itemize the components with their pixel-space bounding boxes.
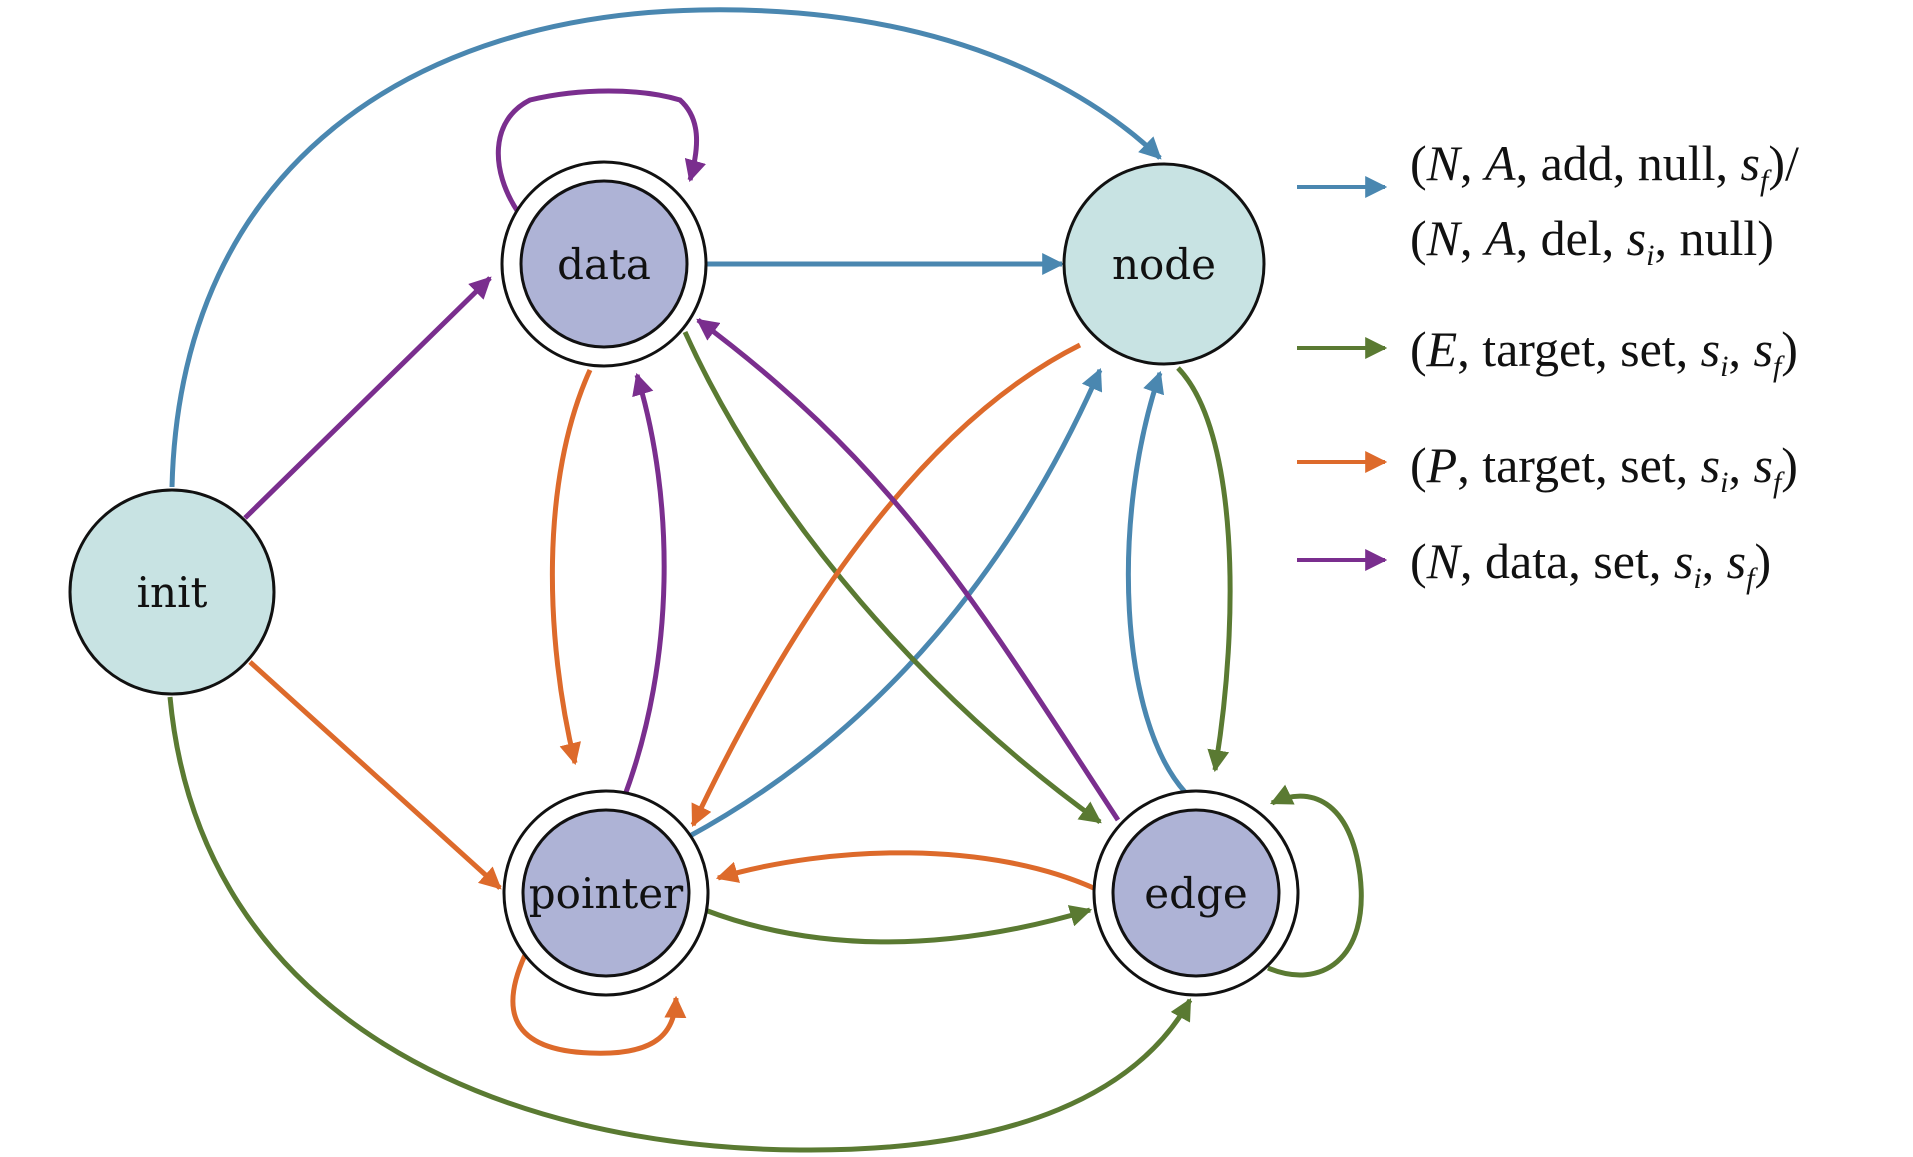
state-data: data — [500, 160, 708, 368]
state-init-circle — [68, 488, 276, 696]
edge-pointer-self-loop — [510, 953, 687, 1056]
state-edge: edge — [1092, 789, 1300, 997]
edge-pointer-to-edge — [704, 905, 1093, 945]
legend: (N, A, add, null, sf)/ (N, A, del, si, n… — [1297, 135, 1799, 595]
edge-init-to-edge — [167, 696, 1193, 1153]
legend-label-purple: (N, data, set, si, sf) — [1410, 533, 1771, 595]
edge-edge-to-pointer — [715, 850, 1100, 893]
edge-node-to-edge — [1176, 366, 1233, 773]
transitions — [167, 7, 1364, 1153]
legend-entry-blue: (N, A, add, null, sf)/ (N, A, del, si, n… — [1297, 135, 1799, 272]
state-node-label: node — [1112, 240, 1216, 289]
state-pointer: pointer — [502, 789, 710, 997]
legend-label-orange: (P, target, set, si, sf) — [1410, 437, 1798, 499]
edge-init-to-node — [169, 7, 1162, 488]
legend-entry-green: (E, target, set, si, sf) — [1297, 321, 1798, 383]
edge-node-to-pointer — [690, 342, 1082, 827]
edge-data-self-loop — [495, 88, 707, 214]
edge-pointer-to-node — [686, 367, 1103, 840]
edge-pointer-to-data — [622, 372, 667, 796]
state-pointer-label: pointer — [529, 869, 684, 918]
state-data-inner-circle — [519, 179, 689, 349]
state-node: node — [1062, 162, 1266, 366]
edge-data-to-pointer — [549, 368, 593, 766]
edge-data-to-edge — [682, 330, 1102, 825]
state-node-circle — [1062, 162, 1266, 366]
edge-edge-to-node — [1125, 370, 1187, 794]
state-pointer-inner-circle — [521, 808, 691, 978]
legend-entry-orange: (P, target, set, si, sf) — [1297, 437, 1798, 499]
state-init: init — [68, 488, 276, 696]
legend-entry-purple: (N, data, set, si, sf) — [1297, 533, 1771, 595]
edge-edge-to-data — [696, 317, 1121, 822]
state-edge-inner-circle — [1111, 808, 1281, 978]
legend-label-blue-line1: (N, A, add, null, sf)/ — [1410, 135, 1799, 197]
state-data-label: data — [557, 240, 651, 289]
legend-label-blue-line2: (N, A, del, si, null) — [1410, 210, 1774, 272]
state-edge-label: edge — [1144, 869, 1247, 918]
edge-init-to-pointer — [248, 660, 502, 890]
edge-init-to-data — [243, 276, 492, 520]
legend-label-green: (E, target, set, si, sf) — [1410, 321, 1798, 383]
edge-edge-self-loop — [1267, 784, 1364, 978]
state-init-label: init — [137, 568, 208, 617]
